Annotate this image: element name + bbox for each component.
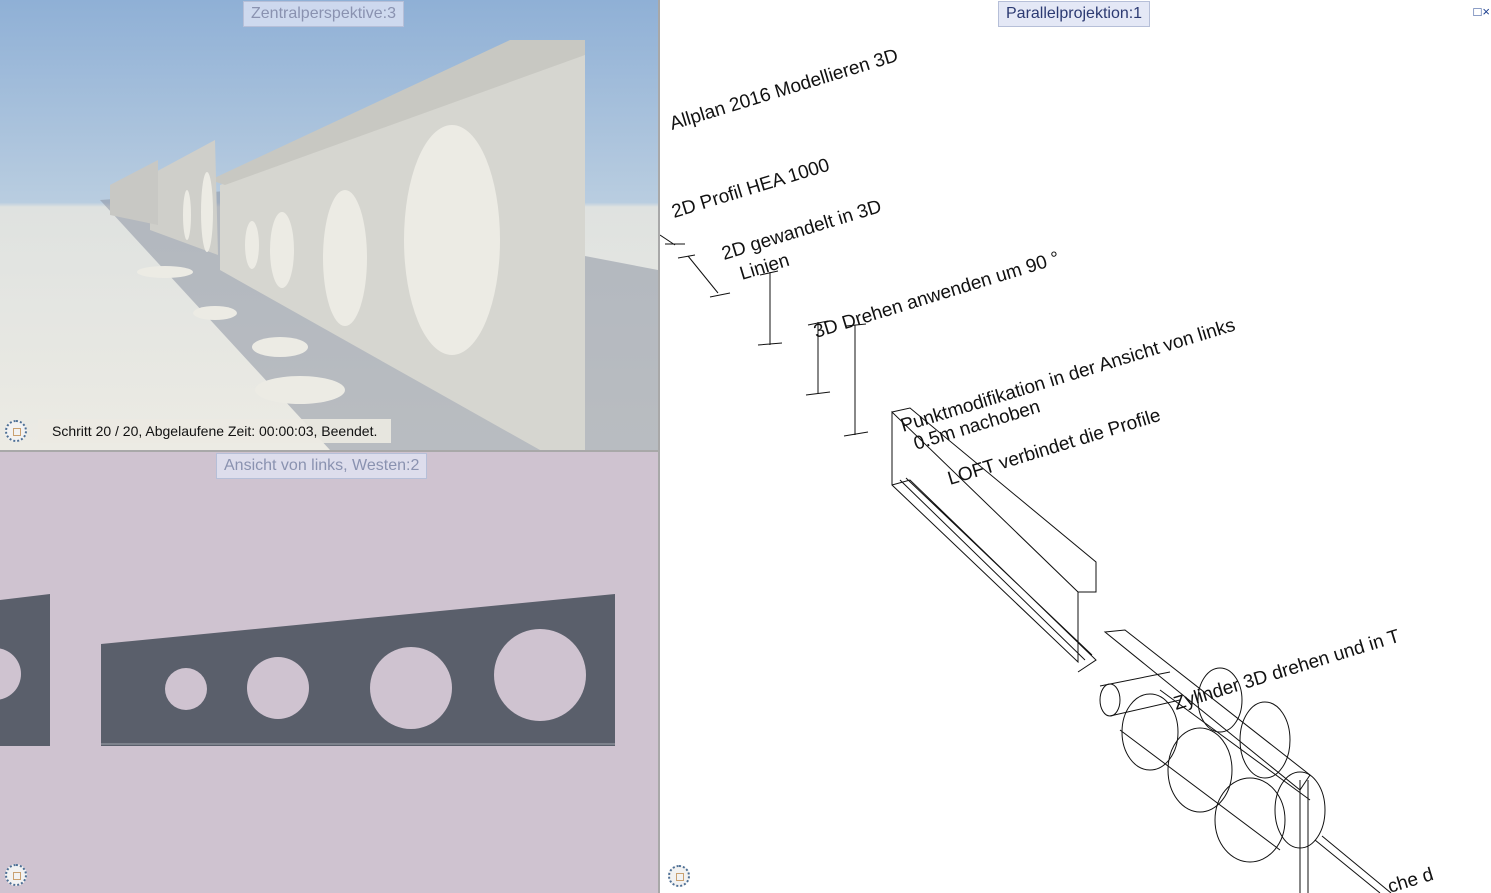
side-view-beam <box>0 594 615 746</box>
navigation-icon[interactable] <box>668 865 690 887</box>
navigation-icon[interactable] <box>5 864 27 886</box>
annotation: 3D Drehen anwenden um 90 ° <box>811 248 1062 343</box>
viewport-title-perspective: Zentralperspektive:3 <box>243 1 404 27</box>
wireframe-drawing: Allplan 2016 Modellieren 3D 2D Profil HE… <box>660 45 1436 893</box>
annotation: 2D Profil HEA 1000 <box>669 155 832 223</box>
annotation: Punktmodifikation in der Ansicht von lin… <box>898 315 1237 437</box>
close-button[interactable]: × <box>1482 4 1491 19</box>
maximize-button[interactable]: □ <box>1473 4 1483 19</box>
side-view-viewport[interactable]: Ansicht von links, Westen:2 <box>0 452 658 893</box>
annotation: 2D gewandelt in 3D <box>719 196 884 265</box>
navigation-icon[interactable] <box>5 420 27 442</box>
annotation: che d <box>1385 864 1436 893</box>
render-status: Schritt 20 / 20, Abgelaufene Zeit: 00:00… <box>38 419 392 443</box>
window-controls: □× <box>1474 4 1491 19</box>
rendered-beam-scene <box>100 40 658 450</box>
viewport-splitter-vertical[interactable] <box>658 0 660 893</box>
viewport-splitter-horizontal[interactable] <box>0 450 658 452</box>
parallel-viewport[interactable]: Allplan 2016 Modellieren 3D 2D Profil HE… <box>660 0 1491 893</box>
viewport-title-parallel: Parallelprojektion:1 <box>998 1 1151 27</box>
viewport-title-side: Ansicht von links, Westen:2 <box>216 453 428 479</box>
annotation: Zylinder 3D drehen und in T <box>1171 626 1402 715</box>
annotation: Allplan 2016 Modellieren 3D <box>667 45 900 135</box>
perspective-viewport[interactable]: Zentralperspektive:3 Schritt 20 / 20, Ab… <box>0 0 658 450</box>
